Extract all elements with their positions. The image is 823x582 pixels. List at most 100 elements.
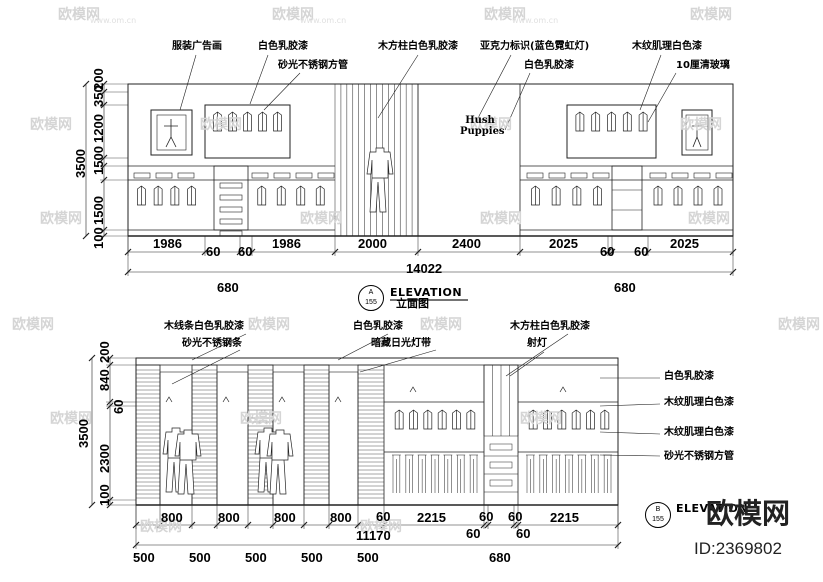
dim-tick	[106, 354, 114, 362]
folded-shirt	[219, 218, 243, 225]
hanging-trousers	[526, 454, 535, 493]
dimension-label: 2025	[670, 236, 699, 251]
annotation-label: 亚克力标识(蓝色霓虹灯)	[480, 41, 590, 52]
mannequin	[174, 429, 202, 495]
watermark: 欧模网	[50, 411, 92, 427]
vertical-dimension-label: 200	[97, 341, 112, 363]
vertical-dimension-label: 1500	[91, 196, 106, 225]
folded-shirt	[295, 172, 313, 179]
dimension-label: 2000	[358, 236, 387, 251]
folded-shirt	[219, 182, 243, 189]
leader-line	[249, 54, 269, 105]
dim-tick	[514, 521, 522, 529]
leader-line	[359, 349, 437, 373]
hanging-jacket	[228, 111, 237, 132]
hanging-jacket	[137, 185, 146, 206]
hanging-jacket	[571, 409, 581, 430]
upper-display-box	[204, 104, 291, 159]
annotation-label: 木纹肌理白色漆	[664, 397, 734, 408]
watermark: 欧模网	[688, 211, 730, 227]
dim-tick	[300, 521, 308, 529]
dimension-label: 680	[217, 280, 239, 295]
dimension-label: 680	[489, 550, 511, 565]
dim-tick	[608, 248, 616, 256]
hanging-jacket	[653, 185, 663, 206]
leader-line	[505, 333, 569, 377]
annotation-label: 木方柱白色乳胶漆	[510, 321, 590, 332]
dim-tick	[331, 248, 339, 256]
folded-shirt	[592, 172, 610, 179]
dim-tick	[100, 176, 108, 184]
hanging-jacket	[591, 111, 601, 132]
leader-line	[477, 54, 512, 119]
hanging-jacket	[528, 409, 538, 430]
dimension-label: 60	[508, 509, 523, 524]
brand-sign-text: Hush Puppies	[460, 115, 505, 137]
hanging-jacket	[187, 185, 196, 206]
hanging-jacket	[273, 111, 282, 132]
leader-line	[179, 54, 197, 111]
leader-line	[599, 454, 661, 457]
folded-shirt	[251, 172, 269, 179]
watermark: 欧模网	[484, 7, 526, 23]
dim-tick	[106, 496, 114, 504]
dimension-label: 60	[516, 526, 531, 541]
hanging-jacket	[213, 111, 222, 132]
badge-letter: B	[655, 506, 661, 513]
hanging-jacket	[586, 409, 595, 430]
dimension-label: 60	[206, 244, 221, 259]
hanging-jacket	[243, 111, 252, 132]
leader-line	[599, 431, 661, 435]
folded-shirt	[548, 172, 566, 179]
folded-shirt	[273, 172, 291, 179]
folded-shirt	[489, 443, 513, 451]
dimension-label: 800	[330, 510, 352, 525]
vertical-dimension-label: 1500	[91, 146, 106, 175]
watermark: 欧模网	[30, 117, 72, 133]
dim-tick	[236, 248, 244, 256]
hanging-jacket	[593, 185, 602, 206]
folded-shirt	[489, 479, 513, 487]
dim-tick	[380, 521, 388, 529]
hanging-trousers	[551, 454, 561, 493]
watermark: 欧模网	[690, 7, 732, 23]
annotation-label: 木纹肌理白色漆	[632, 41, 702, 52]
total-dimension-label: 11170	[356, 528, 391, 543]
annotation-label: 木线条白色乳胶漆	[164, 321, 244, 332]
dim-tick	[100, 80, 108, 88]
dim-tick	[188, 521, 196, 529]
leader-line	[639, 54, 662, 111]
dim-tick	[414, 248, 422, 256]
dimension-label: 800	[161, 510, 183, 525]
vertical-dimension-label: 200	[91, 68, 106, 90]
advertising-picture	[681, 109, 713, 156]
dim-tick	[244, 521, 252, 529]
folded-shirt	[570, 172, 588, 179]
annotation-label: 木纹肌理白色漆	[664, 427, 734, 438]
brand-logo-mark	[278, 396, 286, 403]
watermark: 欧模网	[58, 7, 100, 23]
dimension-label: 60	[376, 509, 391, 524]
folded-shirt	[219, 194, 243, 201]
advertising-picture-inner	[685, 114, 709, 151]
dimension-label: 2215	[550, 510, 579, 525]
brand-logo-mark	[409, 386, 417, 393]
folded-shirt	[219, 230, 243, 237]
hanging-jacket	[276, 185, 286, 206]
advertising-picture-inner	[156, 114, 187, 151]
vertical-dimension-label: 1200	[91, 114, 106, 143]
dimension-label: 60	[238, 244, 253, 259]
hanging-jacket	[622, 111, 632, 132]
dim-tick	[82, 80, 90, 88]
watermark: 欧模网	[520, 411, 562, 427]
hanging-jacket	[575, 111, 585, 132]
vertical-dimension-label: 3500	[76, 419, 91, 448]
watermark: 欧模网	[778, 317, 820, 333]
drawing-title: ELEVATION	[390, 286, 463, 299]
watermark: 欧模网	[240, 411, 282, 427]
folded-shirt	[133, 172, 151, 179]
hanging-trousers	[538, 454, 548, 493]
brand-name-line1: Hush	[465, 115, 495, 126]
dimension-label: 1986	[153, 236, 182, 251]
